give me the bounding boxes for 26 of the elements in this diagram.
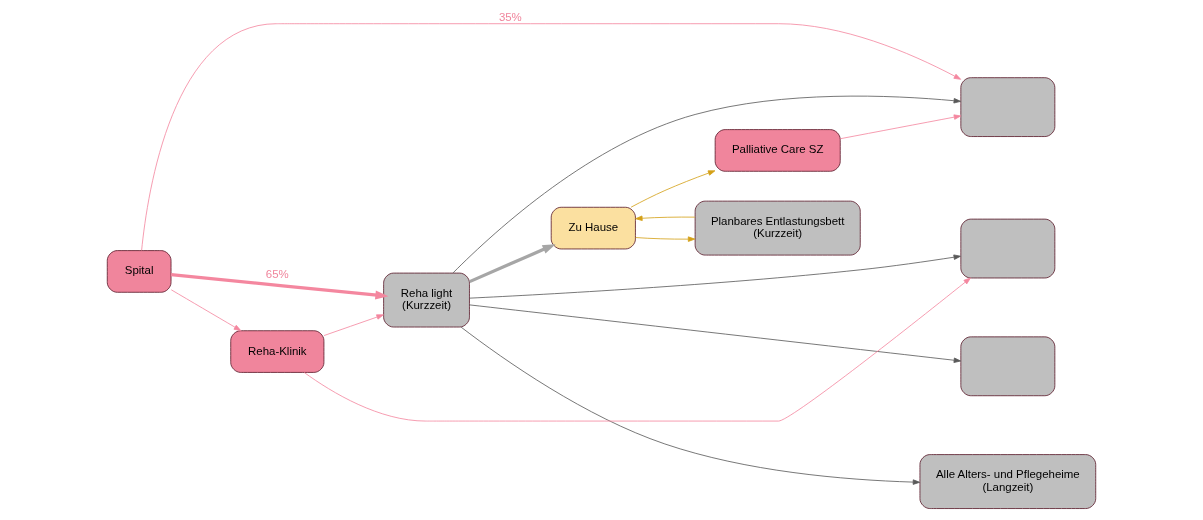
node-box: Zu Hause [550, 206, 636, 250]
edge-label: 35% [498, 10, 522, 23]
arrow [303, 277, 971, 422]
arrow [630, 170, 716, 208]
arrow [469, 304, 962, 363]
arrow [469, 244, 556, 284]
node-box: Spital [106, 250, 172, 293]
arrow [323, 314, 384, 336]
arrow [141, 23, 962, 251]
arrow [170, 289, 242, 331]
arrow [452, 95, 961, 274]
node-box: Reha-Klinik [230, 330, 325, 373]
arrow [460, 326, 921, 485]
node-box [960, 218, 1056, 279]
node-box: Alle Alters- und Pflegeheime (Langzeit) [919, 454, 1097, 509]
node-box: Reha light (Kurzzeit) [383, 272, 470, 328]
node-box: Palliative Care SZ [714, 129, 841, 172]
node-box: Planbares Entlastungsbett (Kurzzeit) [694, 200, 861, 256]
node-box [960, 77, 1056, 137]
arrow [635, 236, 696, 242]
arrow [170, 272, 389, 300]
arrow [839, 114, 962, 140]
node-box [960, 336, 1056, 397]
edge-label: 65% [265, 268, 289, 281]
arrow [635, 215, 696, 221]
arrow [469, 254, 961, 299]
